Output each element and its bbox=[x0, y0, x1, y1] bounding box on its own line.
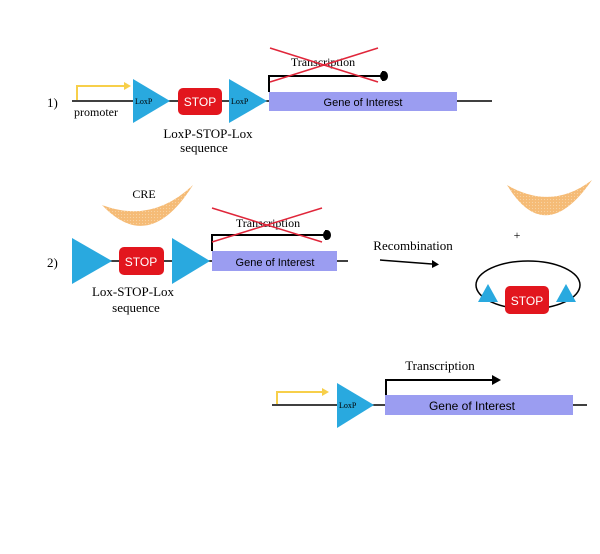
panel-1-caption-line-2: sequence bbox=[180, 140, 228, 155]
panel-2-stop-box bbox=[119, 247, 164, 275]
panel-1-transcription-label: Transcription bbox=[291, 55, 355, 69]
panel-1-caption-line-1: LoxP-STOP-Lox bbox=[163, 126, 253, 141]
panel-2-caption-line-2: sequence bbox=[112, 300, 160, 315]
panel-1-promoter-label: promoter bbox=[74, 105, 118, 119]
excised-stop-box bbox=[505, 286, 549, 314]
recombination-label: Recombination bbox=[373, 238, 453, 253]
panel-3-loxp-label: LoxP bbox=[339, 401, 357, 410]
panel-1-loxp-left-label: LoxP bbox=[135, 97, 153, 106]
panel-1-transcription-arrow bbox=[268, 71, 388, 92]
panel-2-number: 2) bbox=[47, 255, 58, 270]
panel-1-loxp-right-label: LoxP bbox=[231, 97, 249, 106]
panel-2-cre-enzyme-shape bbox=[102, 185, 193, 226]
panel-1-loxp-right-triangle bbox=[229, 79, 267, 123]
panel-2-loxp-left-triangle bbox=[72, 238, 112, 284]
recombination-arrow-icon bbox=[379, 259, 439, 268]
panel-2-loxp-right-triangle bbox=[172, 238, 210, 284]
panel-3-transcription-label: Transcription bbox=[405, 358, 475, 373]
panel-1-gene-label: Gene of Interest bbox=[324, 97, 403, 109]
panel-1-stop-label: STOP bbox=[184, 95, 216, 109]
panel-3: LoxP Gene of Interest Transcription bbox=[272, 358, 587, 428]
free-cre-enzyme-shape bbox=[507, 180, 592, 216]
excised-loxp-right-triangle bbox=[556, 284, 576, 302]
panel-2-gene-box bbox=[212, 251, 337, 271]
panel-2-gene-label: Gene of Interest bbox=[236, 257, 315, 269]
panel-1-stop-box bbox=[178, 88, 222, 115]
panel-2-transcription-arrow bbox=[211, 230, 331, 251]
panel-3-transcription-arrow-icon bbox=[385, 375, 501, 395]
panel-2-stop-label: STOP bbox=[125, 255, 157, 269]
panel-1-cross-icon bbox=[269, 47, 379, 83]
excised-stop-label: STOP bbox=[511, 294, 543, 308]
plus-sign: + bbox=[514, 228, 521, 242]
panel-1-gene-box bbox=[269, 92, 457, 111]
panel-2-caption-line-1: Lox-STOP-Lox bbox=[92, 284, 175, 299]
panel-3-gene-label: Gene of Interest bbox=[429, 399, 516, 413]
panel-1-blocked-end-icon bbox=[380, 71, 388, 81]
panel-1-number: 1) bbox=[47, 95, 58, 110]
panel-2-blocked-end-icon bbox=[323, 230, 331, 240]
panel-3-gene-box bbox=[385, 395, 573, 415]
panel-1-promoter-arrow-icon bbox=[76, 82, 131, 100]
panel-2: 2) CRE STOP Gene of Interest Transcripti… bbox=[47, 180, 592, 315]
excised-loxp-left-triangle bbox=[478, 284, 498, 302]
panel-3-promoter-arrow-icon bbox=[276, 388, 329, 404]
panel-2-cross-icon bbox=[211, 207, 323, 243]
panel-2-cre-label: CRE bbox=[132, 187, 155, 201]
panel-1: 1) promoter LoxP STOP LoxP Gene of Inter… bbox=[47, 47, 492, 155]
panel-1-loxp-left-triangle bbox=[133, 79, 170, 123]
panel-3-loxp-triangle bbox=[337, 383, 374, 428]
